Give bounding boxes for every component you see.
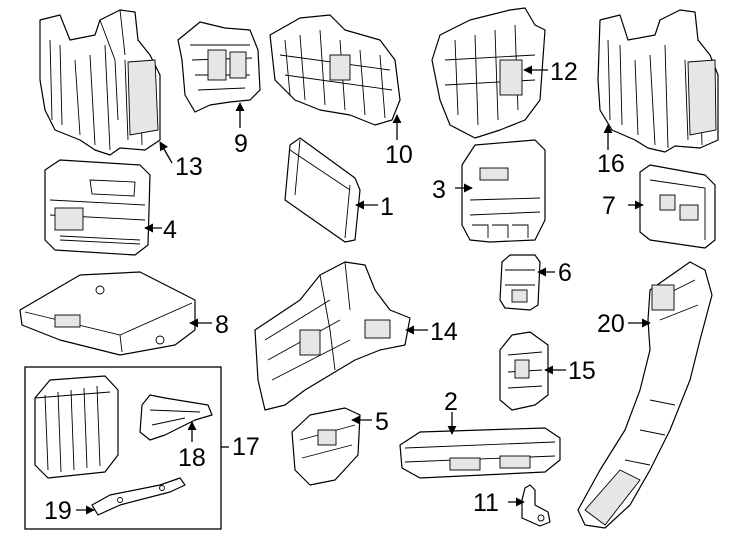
part-3-module — [461, 139, 546, 243]
part-19-bracket — [91, 477, 186, 516]
callout-10: 10 — [385, 141, 413, 169]
part-9-bracket — [177, 21, 261, 113]
callout-8: 8 — [215, 311, 229, 339]
callout-18: 18 — [178, 444, 206, 472]
part-17-module — [34, 375, 119, 479]
part-14-bracket — [254, 261, 411, 411]
part-8-module — [19, 271, 196, 356]
callout-4: 4 — [163, 216, 177, 244]
part-10-fuse-bracket — [269, 14, 401, 126]
part-15-bracket — [499, 331, 549, 411]
part-2-module — [399, 427, 561, 479]
part-4-module — [44, 159, 151, 256]
part-12-bracket — [431, 7, 546, 139]
part-7-module — [639, 164, 716, 249]
callout-1: 1 — [380, 193, 394, 221]
part-18-bracket — [139, 394, 213, 441]
callout-5: 5 — [375, 408, 389, 436]
callout-17: 17 — [232, 433, 260, 461]
callout-12: 12 — [550, 58, 578, 86]
part-11-bracket — [521, 484, 551, 527]
callout-14: 14 — [430, 318, 458, 346]
callout-2: 2 — [444, 388, 458, 416]
part-13-bracket — [39, 9, 161, 156]
callout-20: 20 — [597, 310, 625, 338]
callout-15: 15 — [568, 357, 596, 385]
callout-13: 13 — [175, 153, 203, 181]
kit-frame-17 — [24, 366, 222, 530]
callout-7: 7 — [602, 192, 616, 220]
callout-16: 16 — [597, 150, 625, 178]
part-6-module — [499, 254, 541, 311]
part-5-module — [291, 407, 361, 486]
part-16-bracket — [597, 9, 719, 153]
part-20-pedal — [577, 261, 713, 529]
callout-6: 6 — [558, 259, 572, 287]
part-1-module — [284, 137, 361, 243]
callout-11: 11 — [473, 489, 499, 517]
callout-9: 9 — [234, 130, 248, 158]
callout-3: 3 — [432, 176, 446, 204]
callout-19: 19 — [44, 497, 72, 525]
